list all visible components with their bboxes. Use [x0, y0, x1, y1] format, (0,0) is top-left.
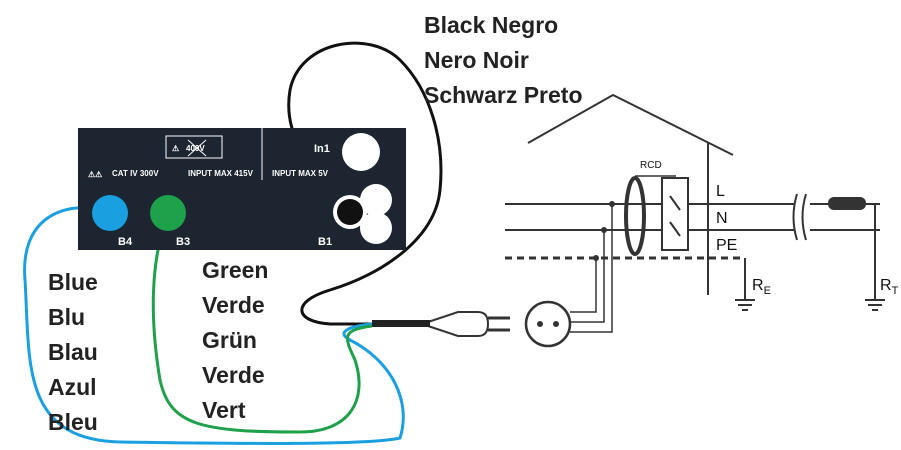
cat-rating: CAT IV 300V [112, 169, 159, 178]
green-label-1: Green [202, 257, 268, 283]
plug-cable-sleeve [372, 320, 430, 327]
black-cable [287, 41, 443, 326]
rcd-label: RCD [640, 160, 662, 171]
green-label-3: Grün [202, 327, 257, 353]
black-label-2: Nero Noir [424, 47, 529, 73]
green-label-2: Verde [202, 292, 265, 318]
b1-socket-lobe-top [360, 184, 392, 216]
socket-pin-1 [537, 321, 543, 327]
b1-label: B1 [318, 236, 332, 248]
warning-voltage: 400V [186, 144, 205, 153]
socket-pin-2 [553, 321, 559, 327]
b1-socket-lobe-bottom [360, 212, 392, 244]
green-labels: Green Verde Grün Verde Vert [202, 257, 268, 423]
b3-terminal[interactable] [150, 195, 186, 231]
blue-label-5: Bleu [48, 409, 98, 435]
b1-terminal[interactable] [337, 199, 363, 225]
cat-rating-icons: ⚠⚠ [88, 170, 102, 179]
socket-outlet [524, 300, 572, 348]
blue-label-2: Blu [48, 304, 85, 330]
white-cable [308, 53, 344, 142]
green-cable [151, 214, 373, 434]
blue-label-3: Blau [48, 339, 98, 365]
socket-wire-l [570, 204, 613, 333]
socket-wire-n [570, 230, 605, 323]
blue-cable [23, 206, 405, 445]
warning-box [165, 135, 223, 159]
blue-label-1: Blue [48, 269, 98, 295]
load-element [828, 197, 866, 210]
blue-label-4: Azul [48, 374, 97, 400]
label-l: L [716, 183, 725, 200]
black-label-1: Black Negro [424, 12, 558, 38]
in1-socket[interactable] [342, 133, 380, 171]
label-pe: PE [716, 237, 737, 254]
in1-label: In1 [314, 143, 330, 155]
blue-labels: Blue Blu Blau Azul Bleu [48, 269, 98, 435]
label-n: N [716, 210, 728, 227]
line-break-mark [792, 193, 807, 241]
input-max-in1: INPUT MAX 5V [272, 169, 329, 178]
rcd-contacts [669, 195, 681, 237]
label-rt: RT [880, 277, 899, 297]
label-re: RE [752, 277, 771, 297]
house-outline [527, 93, 734, 156]
ground-symbol-rt [865, 299, 885, 311]
warning-cross-2 [187, 139, 207, 157]
b4-label: B4 [118, 236, 133, 248]
schuko-plug [427, 311, 490, 337]
black-labels: Black Negro Nero Noir Schwarz Preto [424, 12, 583, 108]
input-max-main: INPUT MAX 415V [188, 169, 254, 178]
socket-wire-pe [570, 258, 597, 313]
green-label-4: Verde [202, 362, 265, 388]
green-label-5: Vert [202, 397, 246, 423]
black-label-3: Schwarz Preto [424, 82, 583, 108]
rcd-toroid [624, 176, 646, 256]
b4-terminal[interactable] [92, 195, 128, 231]
ground-symbol-re [735, 299, 755, 311]
b3-label: B3 [176, 236, 190, 248]
rcd-box [661, 177, 689, 251]
warning-icon: ⚠ [172, 144, 179, 153]
